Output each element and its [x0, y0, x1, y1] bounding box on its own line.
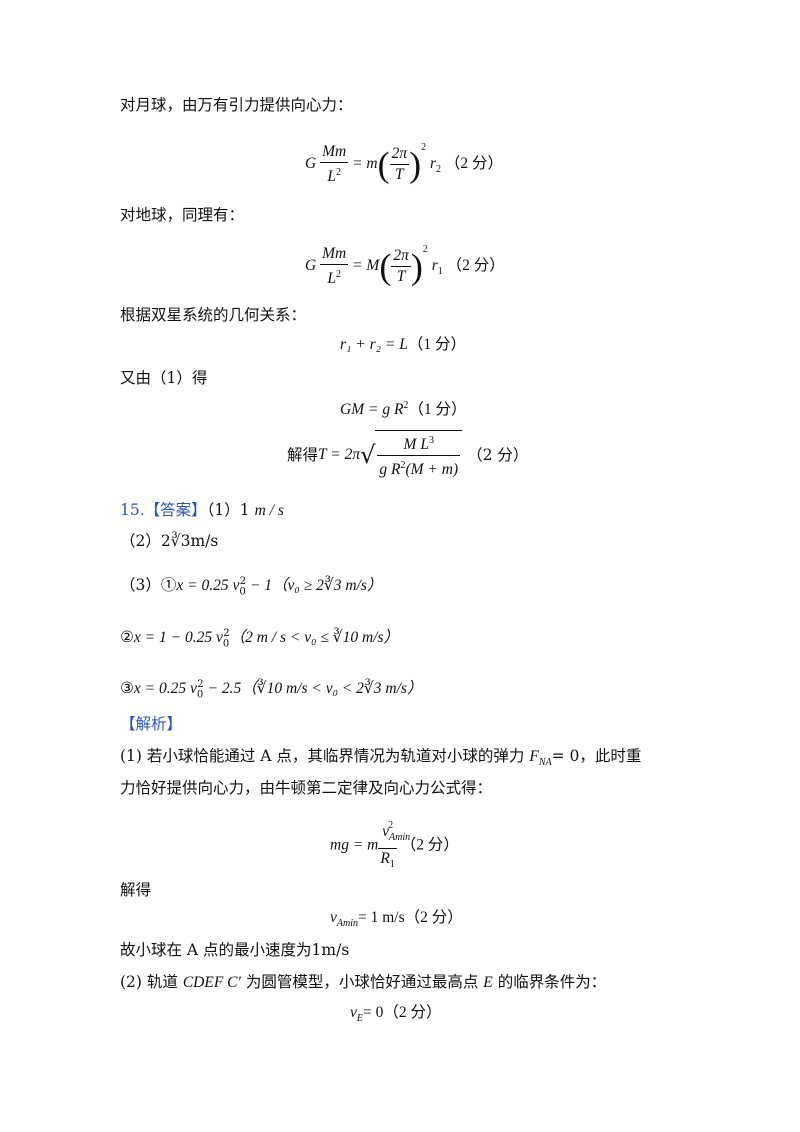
- answer-label: 15.【答案】: [120, 501, 207, 519]
- text-conclusion: 故小球在 A 点的最小速度为1m/s: [120, 941, 350, 959]
- score: （2 分）: [446, 257, 505, 274]
- label-jiede: 解得: [287, 446, 319, 465]
- equation-sum: r₁ + r₂ = L（1 分）: [340, 336, 467, 353]
- eq-symbol: = m: [352, 155, 378, 172]
- text-p2: (2) 轨道 CDEF C′ 为圆管模型，小球恰好通过最高点 E 的临界条件为：: [120, 973, 607, 991]
- text-earth: 对地球，同理有：: [120, 206, 245, 224]
- text-moon: 对月球，由万有引力提供向心力：: [120, 96, 353, 114]
- answer-heading: 15.【答案】（1）1 m / s: [120, 501, 284, 519]
- text-again: 又由（1）得: [120, 369, 208, 387]
- score: （2 分）: [400, 836, 459, 854]
- score: （2 分）: [383, 1004, 442, 1021]
- text-p1-line2: 力恰好提供向心力，由牛顿第二定律及向心力公式得：: [120, 779, 493, 797]
- score: （2 分）: [404, 909, 463, 926]
- text-jiede-2: 解得: [120, 881, 152, 899]
- text-p1-line1: (1) 若小球恰能通过 A 点，其临界情况为轨道对小球的弹力 FNA= 0，此时…: [120, 747, 642, 769]
- answer-3-1: （3）①x = 0.25 v02 − 1（v₀ ≥ 2∛3 m/s）: [120, 576, 383, 598]
- score: （1 分）: [408, 401, 467, 419]
- equation-gm: GM = g R2（1 分）: [340, 400, 467, 419]
- answer-3-3: ③x = 0.25 v02 − 2.5（∛10 m/s < v₀ < 2∛3 m…: [120, 679, 423, 701]
- text-geometry: 根据双星系统的几何关系：: [120, 306, 307, 324]
- answer-2: （2）2∛3m/s: [120, 532, 219, 550]
- score: （2 分）: [444, 155, 504, 172]
- analysis-label: 【解析】: [120, 715, 183, 733]
- eq-symbol: G: [305, 155, 317, 172]
- equation-vamin: vAmin= 1 m/s（2 分）: [330, 909, 463, 930]
- equation-ve: vE= 0（2 分）: [350, 1004, 442, 1025]
- score: （1 分）: [407, 336, 467, 353]
- score: （2 分）: [467, 446, 529, 465]
- answer-3-2: ②x = 1 − 0.25 v02（2 m / s < v₀ ≤ ∛10 m/s…: [120, 628, 400, 650]
